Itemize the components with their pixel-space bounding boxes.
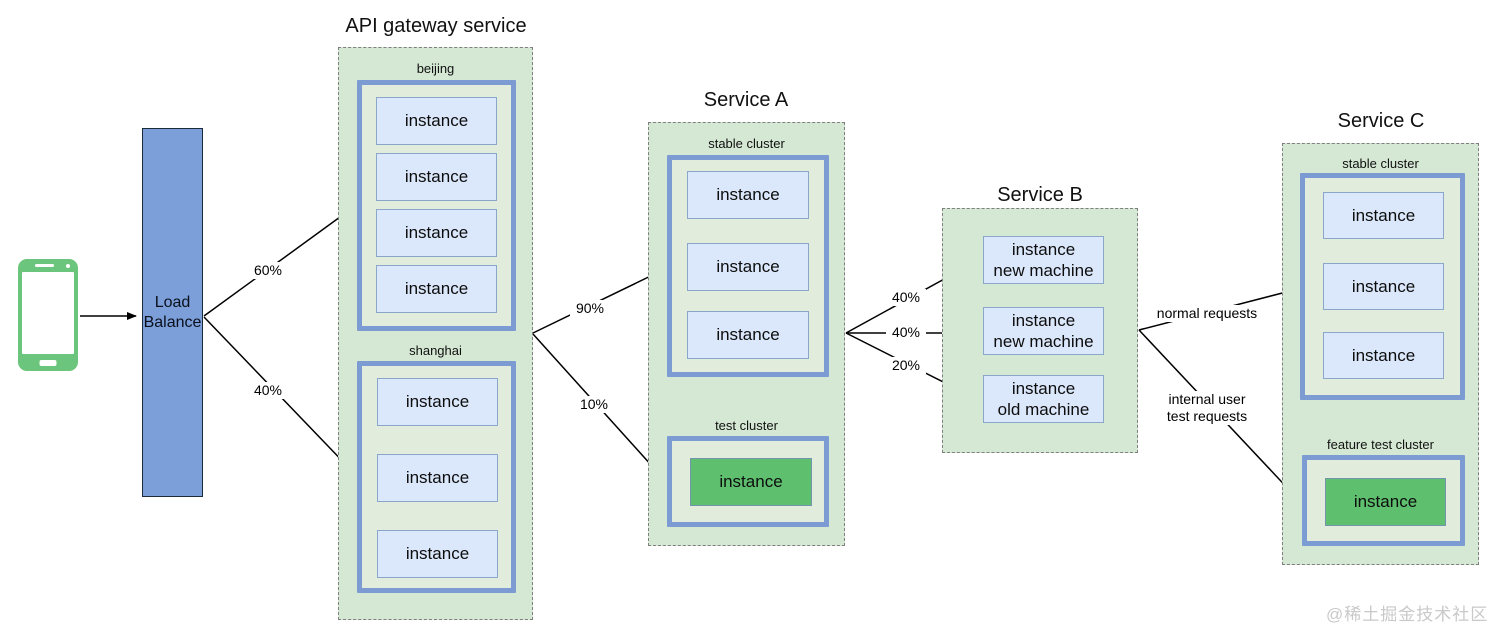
- edge-label-40pct-b2: 40%: [886, 324, 926, 341]
- instance-box: instance: [376, 97, 497, 145]
- test-instance-box: instance: [1325, 478, 1446, 526]
- edge-label-40pct-b1: 40%: [886, 289, 926, 306]
- instance-label-line2: new machine: [993, 332, 1094, 351]
- watermark-text: @稀土掘金技术社区: [1326, 605, 1489, 624]
- edge-label-line2: test requests: [1166, 407, 1248, 424]
- load-balance-node: Load Balance: [142, 128, 203, 497]
- instance-label-line2: old machine: [997, 400, 1090, 419]
- edge-label-line1: internal user: [1168, 391, 1246, 407]
- instance-box: instance old machine: [983, 375, 1104, 423]
- instance-box: instance: [687, 311, 809, 359]
- instance-box: instance: [377, 454, 498, 502]
- phone-home-button-icon: [39, 360, 57, 366]
- service-b-title: Service B: [997, 184, 1083, 206]
- instance-box: instance: [376, 153, 497, 201]
- gateway-title: API gateway service: [345, 15, 527, 37]
- service-a-test-cluster-label: test cluster: [715, 418, 778, 433]
- instance-box: instance new machine: [983, 307, 1104, 355]
- edge-label-normal-requests: normal requests: [1146, 305, 1268, 322]
- instance-box: instance: [1323, 192, 1444, 239]
- service-a-title: Service A: [703, 89, 789, 111]
- beijing-cluster-label: beijing: [416, 61, 455, 76]
- instance-box: instance: [1323, 332, 1444, 379]
- instance-box: instance: [687, 171, 809, 219]
- instance-box: instance: [376, 209, 497, 257]
- edge-label-40pct: 40%: [248, 382, 288, 399]
- phone-speaker-icon: [35, 264, 54, 267]
- instance-label-line1: instance: [1011, 310, 1076, 330]
- edge-label-10pct: 10%: [574, 396, 614, 413]
- edge-label-internal-user-test-requests: internal user test requests: [1140, 391, 1274, 425]
- phone-screen: [22, 272, 74, 354]
- mobile-phone-icon: [18, 259, 78, 371]
- load-balance-label-line2: Balance: [143, 313, 202, 331]
- service-a-stable-cluster-label: stable cluster: [708, 136, 785, 151]
- shanghai-cluster-label: shanghai: [409, 343, 462, 358]
- service-c-feature-test-cluster-label: feature test cluster: [1327, 437, 1434, 452]
- service-c-title: Service C: [1337, 110, 1425, 132]
- instance-label-line1: instance: [1011, 239, 1076, 259]
- instance-box: instance new machine: [983, 236, 1104, 284]
- instance-box: instance: [377, 378, 498, 426]
- edge-label-20pct: 20%: [886, 357, 926, 374]
- edge-label-60pct: 60%: [248, 262, 288, 279]
- instance-label-line2: new machine: [993, 261, 1094, 280]
- instance-label-line1: instance: [1011, 378, 1076, 398]
- instance-box: instance: [377, 530, 498, 578]
- edge-label-90pct: 90%: [570, 300, 610, 317]
- instance-box: instance: [1323, 263, 1444, 310]
- phone-camera-icon: [66, 264, 70, 268]
- service-c-stable-cluster-label: stable cluster: [1342, 156, 1419, 171]
- instance-box: instance: [376, 265, 497, 313]
- instance-box: instance: [687, 243, 809, 291]
- test-instance-box: instance: [690, 458, 812, 506]
- load-balance-label-line1: Load: [154, 293, 191, 311]
